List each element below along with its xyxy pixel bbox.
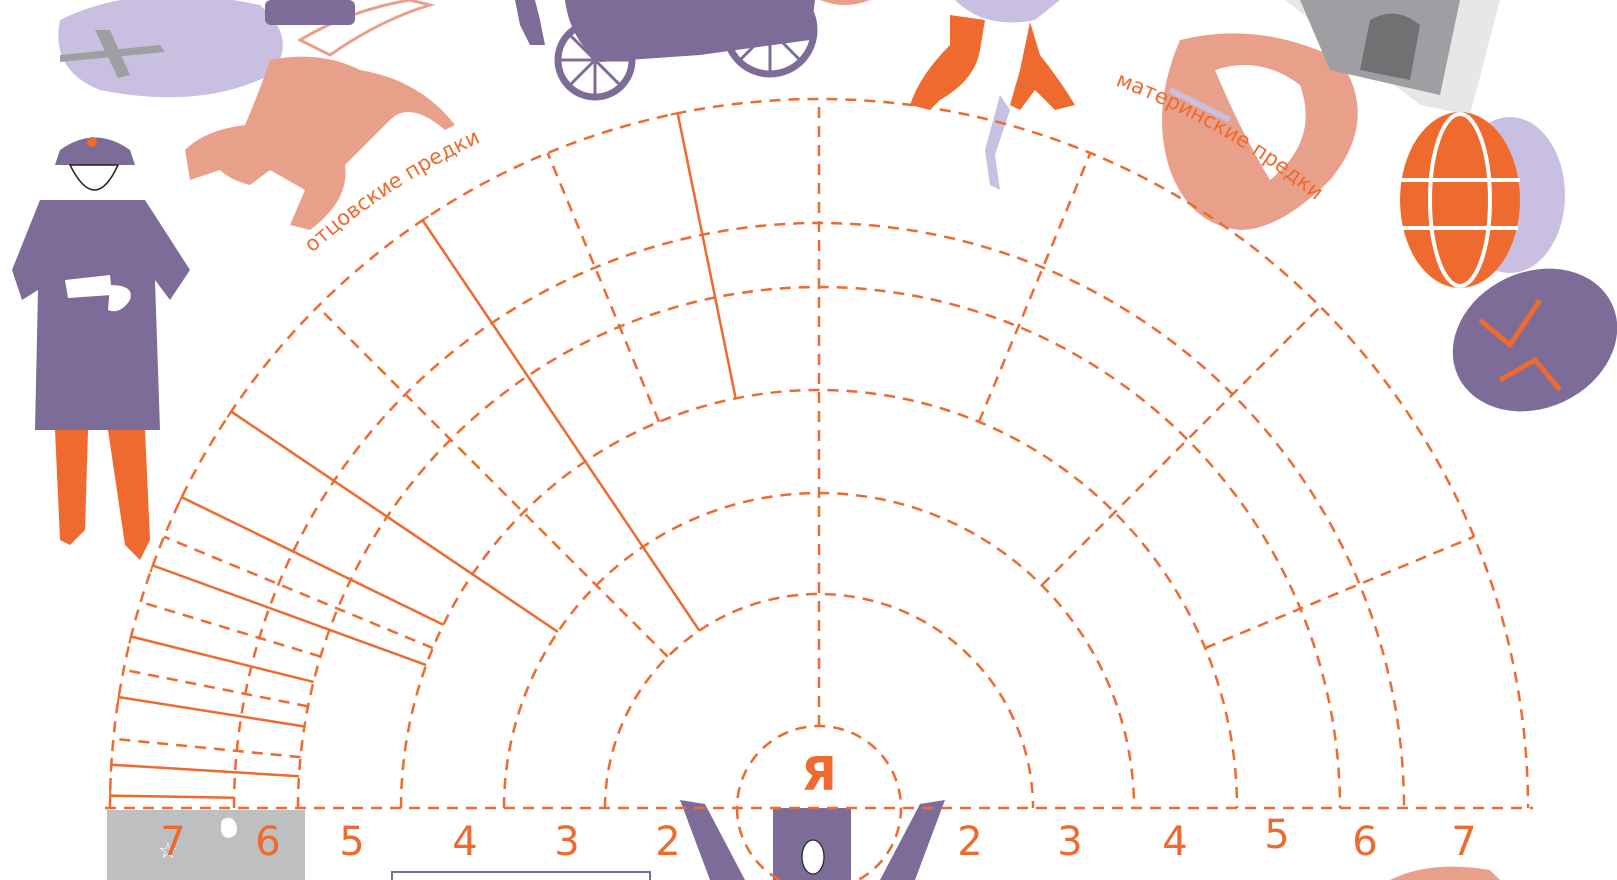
gen-right-5: 5 [1264, 812, 1289, 858]
gen-left-4: 4 [452, 819, 477, 865]
gen-right-2: 2 [957, 819, 982, 865]
carriage-icon [505, 0, 870, 97]
ancestor-branch [111, 765, 299, 776]
branch-tick [118, 690, 120, 704]
gen-right-6: 6 [1352, 819, 1377, 865]
person-me-icon [680, 800, 945, 880]
ancestor-branch [153, 566, 426, 666]
ancestor-branch [231, 412, 558, 632]
ancestor-branch [131, 636, 313, 681]
ancestor-branch [110, 796, 234, 798]
soldier-figure-icon [12, 137, 190, 560]
branch-divider [979, 153, 1090, 422]
airplane-icon [58, 0, 283, 97]
gen-right-3: 3 [1057, 819, 1082, 865]
branch-tick [227, 406, 235, 418]
branch-divider [124, 670, 308, 707]
gen-left-5: 5 [339, 819, 364, 865]
branch-divider [1205, 537, 1474, 648]
gen-left-3: 3 [554, 819, 579, 865]
branch-tick [671, 112, 685, 115]
gen-left-7: 7 [160, 819, 185, 865]
branch-divider [318, 307, 668, 657]
branch-divider [548, 153, 659, 422]
gen-right-7: 7 [1451, 819, 1476, 865]
gen-right-4: 4 [1162, 819, 1187, 865]
branch-divider [141, 602, 321, 657]
bird-feet-icon [910, 0, 1075, 190]
branch-tick [111, 758, 112, 772]
gen-left-2: 2 [655, 819, 680, 865]
ancestor-branch [678, 113, 736, 398]
self-label: Я [801, 747, 836, 801]
branch-divider [113, 739, 300, 757]
gen-left-6: 6 [255, 819, 280, 865]
easter-egg-icon [1400, 112, 1617, 438]
ancestor-branch [119, 697, 305, 726]
branch-tick [417, 216, 429, 224]
